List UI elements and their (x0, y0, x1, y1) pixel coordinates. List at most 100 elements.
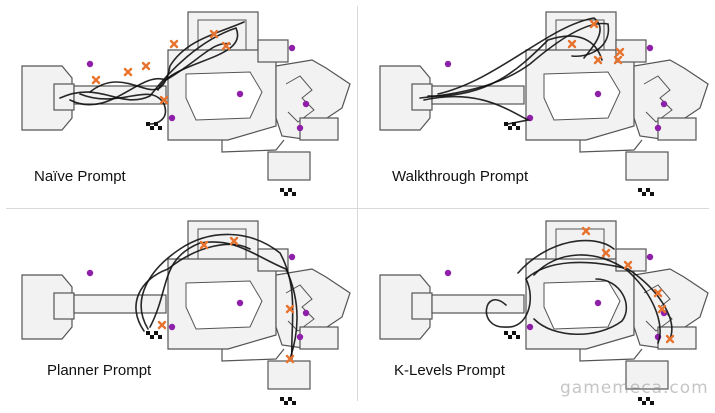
waypoint-circle-icon (288, 44, 296, 52)
x-marker-icon (653, 288, 663, 298)
goal-room (267, 360, 311, 390)
zigzag-wall (285, 284, 315, 332)
x-marker-icon (593, 55, 603, 65)
x-marker-icon (567, 39, 577, 49)
agent-trajectory (423, 95, 531, 125)
agent-trajectory (517, 239, 615, 274)
start-alcove (411, 292, 433, 320)
panel-label-klevels: K-Levels Prompt (394, 362, 505, 379)
x-marker-icon (221, 41, 231, 51)
waypoint-circle-icon (168, 114, 176, 122)
agent-trajectory (533, 278, 628, 336)
east-closet (299, 326, 339, 350)
waypoint-circle-icon (302, 309, 310, 317)
central-pit (543, 71, 621, 121)
x-marker-icon (285, 304, 295, 314)
checkered-flag-icon (504, 331, 520, 339)
waypoint-circle-icon (236, 90, 244, 98)
level-map (379, 11, 709, 196)
x-marker-icon (615, 47, 625, 57)
east-closet (657, 117, 697, 141)
start-room (379, 65, 431, 131)
horizontal-divider (6, 208, 709, 209)
central-pit (185, 280, 263, 330)
watermark: gamemeca.com (560, 378, 709, 398)
west-corridor (431, 85, 525, 105)
agent-trajectory (485, 261, 673, 340)
waypoint-circle-icon (526, 323, 534, 331)
level-map (379, 220, 709, 405)
x-marker-icon (141, 61, 151, 71)
waypoint-circle-icon (86, 269, 94, 277)
east-wing (633, 59, 709, 141)
south-corridor (579, 139, 643, 153)
x-marker-icon (157, 320, 167, 330)
waypoint-circle-icon (660, 100, 668, 108)
agent-trajectory (419, 22, 610, 99)
start-room (379, 274, 431, 340)
x-marker-icon (169, 39, 179, 49)
x-marker-icon (159, 95, 169, 105)
agent-trajectory (149, 241, 298, 360)
south-corridor (579, 348, 643, 362)
waypoint-circle-icon (444, 269, 452, 277)
west-corridor (431, 294, 525, 314)
central-pit (185, 71, 263, 121)
waypoint-circle-icon (444, 60, 452, 68)
x-marker-icon (123, 67, 133, 77)
checkered-flag-icon (280, 397, 296, 405)
east-closet (299, 117, 339, 141)
waypoint-circle-icon (296, 333, 304, 341)
vertical-divider (357, 6, 358, 401)
x-marker-icon (601, 248, 611, 258)
x-marker-icon (285, 354, 295, 364)
agent-trajectory (59, 27, 239, 101)
zigzag-wall (643, 75, 673, 123)
waypoint-circle-icon (236, 299, 244, 307)
x-marker-icon (657, 304, 667, 314)
level-map (21, 220, 351, 405)
goal-room (625, 151, 669, 181)
waypoint-circle-icon (594, 90, 602, 98)
start-room (21, 65, 73, 131)
map-panel-walkthrough (379, 11, 709, 196)
map-panel-naive (21, 11, 351, 196)
checkered-flag-icon (638, 188, 654, 196)
waypoint-circle-icon (288, 253, 296, 261)
south-corridor (221, 348, 285, 362)
agent-trajectory (140, 233, 294, 360)
waypoint-circle-icon (86, 60, 94, 68)
west-corridor (73, 294, 167, 314)
x-marker-icon (623, 260, 633, 270)
north-east-annex (615, 39, 647, 63)
level-map (21, 11, 351, 196)
goal-room (267, 151, 311, 181)
x-marker-icon (209, 29, 219, 39)
waypoint-circle-icon (654, 124, 662, 132)
agent-trajectory (427, 35, 603, 97)
south-corridor (221, 139, 285, 153)
x-marker-icon (665, 334, 675, 344)
waypoint-circle-icon (646, 253, 654, 261)
waypoint-circle-icon (168, 323, 176, 331)
agent-trajectory (437, 17, 601, 95)
waypoint-circle-icon (302, 100, 310, 108)
map-panel-planner (21, 220, 351, 405)
checkered-flag-icon (146, 331, 162, 339)
east-closet (657, 326, 697, 350)
panel-label-naive: Naïve Prompt (34, 168, 126, 185)
x-marker-icon (91, 75, 101, 85)
start-room (21, 274, 73, 340)
waypoint-circle-icon (594, 299, 602, 307)
checkered-flag-icon (280, 188, 296, 196)
central-pit (543, 280, 621, 330)
goal-room (625, 360, 669, 390)
map-panel-klevels (379, 220, 709, 405)
panel-label-planner: Planner Prompt (47, 362, 152, 379)
north-east-annex (257, 39, 289, 63)
panel-label-walkthrough: Walkthrough Prompt (392, 168, 529, 185)
start-alcove (53, 292, 75, 320)
waypoint-circle-icon (646, 44, 654, 52)
x-marker-icon (613, 55, 623, 65)
